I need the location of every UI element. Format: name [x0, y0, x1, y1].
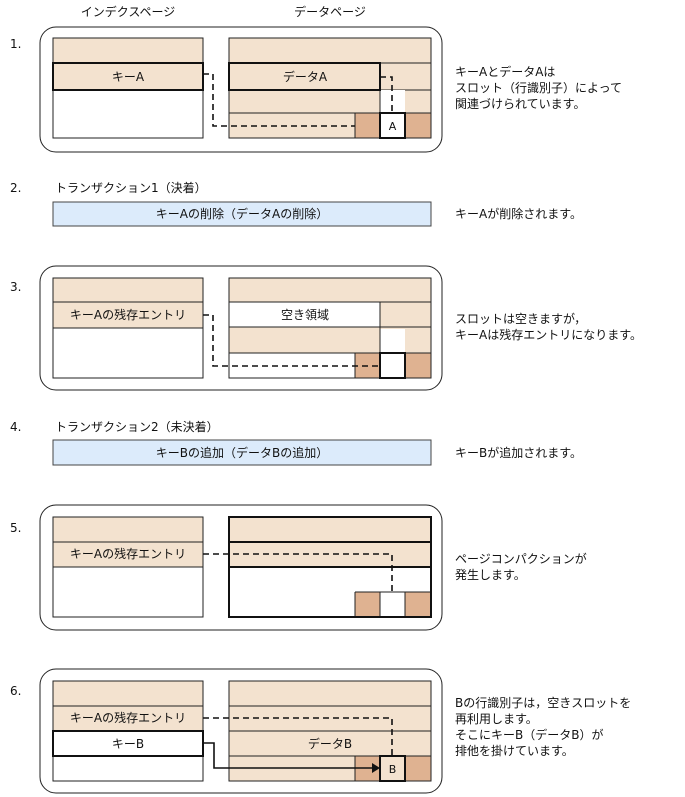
step-3-note-line-2: キーAは残存エントリになります。 — [455, 328, 642, 342]
step-6-index-page: キーAの残存エントリ キーB — [52, 680, 204, 782]
step-2-operation-label: キーAの削除（データAの削除） — [156, 206, 328, 221]
step-5-frame — [39, 504, 443, 631]
step-6-number: 6. — [10, 684, 21, 698]
step-3-data-page: 空き領域 — [228, 277, 432, 379]
step-5-index-label: キーAの残存エントリ — [70, 547, 186, 561]
step-4: 4. トランザクション2（未決着） キーBの追加（データBの追加） キーBが追加… — [10, 419, 582, 466]
step-1-data-label: データA — [283, 69, 328, 84]
data-page-header: データページ — [294, 4, 366, 19]
step-5: 5. キーAの残存エントリ ページコンパクションが 発生します。 — [10, 504, 587, 631]
step-6-residual-link — [203, 717, 393, 756]
step-4-operation-label: キーBの追加（データBの追加） — [156, 445, 328, 460]
step-1-record-to-slot-link — [380, 76, 393, 113]
step-3-data-label: 空き領域 — [281, 307, 329, 322]
step-2: 2. トランザクション1（決着） キーAの削除（データAの削除） キーAが削除さ… — [10, 180, 582, 227]
step-1-frame — [39, 26, 443, 153]
step-6-index-label: キーAの残存エントリ — [70, 711, 186, 725]
step-3-index-label: キーAの残存エントリ — [70, 308, 186, 322]
step-6: 6. キーAの残存エントリ キーB B データB Bの行識別子は，空きスロットを — [10, 668, 631, 794]
step-6-index-label-2: キーB — [112, 737, 144, 751]
step-1-data-page: A データA — [228, 37, 432, 139]
step-6-slot-b — [379, 755, 406, 782]
step-6-data-label: データB — [308, 736, 352, 751]
step-5-note-line-2: 発生します。 — [455, 568, 526, 582]
step-3-number: 3. — [10, 280, 21, 294]
step-2-number: 2. — [10, 181, 21, 195]
step-1-key-a-entry — [52, 62, 204, 91]
index-page-header: インデクスページ — [81, 4, 176, 19]
step-1-note-line-1: キーAとデータAは — [455, 64, 555, 79]
step-3-residual-link — [203, 314, 380, 367]
step-6-slot-label: B — [389, 763, 397, 776]
step-4-transaction-title: トランザクション2（未決着） — [55, 419, 219, 434]
step-1-slot-a — [379, 112, 406, 139]
step-5-data-page — [228, 516, 432, 618]
step-3-empty-slot — [379, 352, 406, 379]
step-1: 1. キーA A データA — [10, 26, 622, 153]
step-1-note-line-2: スロット（行識別子）によって — [455, 81, 622, 95]
step-6-note-line-3: そこにキーB（データB）が — [455, 727, 603, 742]
step-1-slot-label: A — [389, 120, 397, 133]
step-1-index-label: キーA — [112, 70, 145, 84]
step-3-index-page: キーAの残存エントリ — [52, 277, 204, 379]
step-1-number: 1. — [10, 37, 21, 51]
step-1-index-page: キーA — [52, 37, 204, 139]
step-4-operation-bar — [52, 439, 432, 466]
step-6-note-line-4: 排他を掛けています。 — [455, 743, 574, 758]
step-3-note-line-1: スロットは空きますが， — [455, 311, 586, 326]
step-5-number: 5. — [10, 521, 21, 535]
step-3-frame — [39, 265, 443, 391]
step-6-key-b-link — [203, 742, 372, 769]
step-5-compacted-data-page — [228, 516, 432, 618]
step-2-operation-bar — [52, 201, 432, 227]
step-6-data-page: B データB — [228, 680, 432, 782]
step-2-note-line-1: キーAが削除されます。 — [455, 206, 582, 221]
step-5-note-line-1: ページコンパクションが — [455, 551, 587, 566]
step-6-key-b-arrow-head — [372, 763, 380, 773]
step-6-note-line-1: Bの行識別子は，空きスロットを — [455, 696, 631, 710]
step-1-key-to-slot-link — [203, 73, 355, 127]
step-5-residual-link — [203, 553, 393, 592]
step-6-frame — [39, 668, 443, 794]
step-4-note-line-1: キーBが追加されます。 — [455, 445, 582, 460]
step-2-transaction-title: トランザクション1（決着） — [55, 180, 207, 195]
step-1-note-line-3: 関連づけられています。 — [455, 97, 585, 111]
step-5-index-page: キーAの残存エントリ — [52, 516, 204, 618]
step-3: 3. キーAの残存エントリ 空き領域 スロットは空きますが， — [10, 265, 642, 391]
step-6-note-line-2: 再利用します。 — [455, 712, 538, 726]
step-4-number: 4. — [10, 420, 21, 434]
